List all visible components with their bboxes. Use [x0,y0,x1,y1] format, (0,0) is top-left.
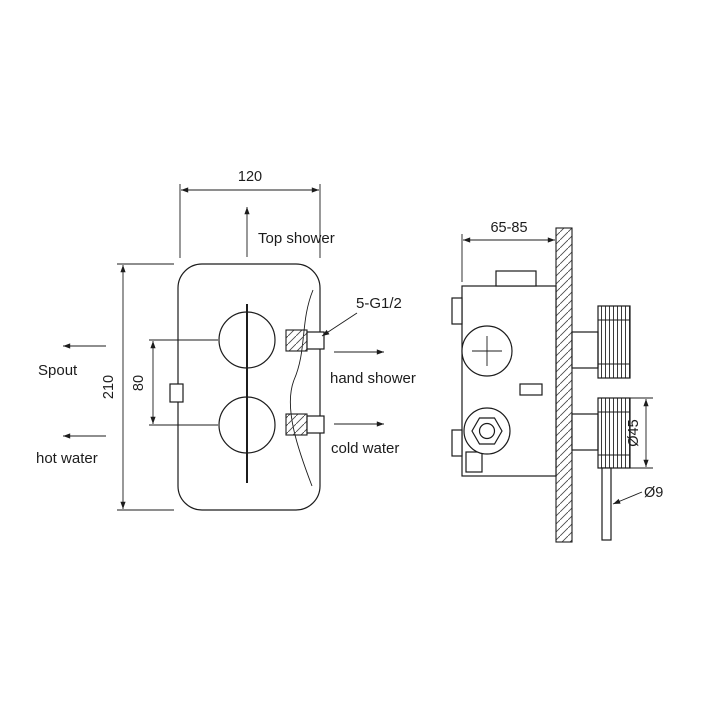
dim-spacing-label: 80 [131,375,147,391]
top-handle-side [571,305,631,379]
faceplate [177,263,321,511]
lever-rod [601,467,612,541]
dim-height-label: 210 [101,375,117,399]
top-cartridge [461,325,513,377]
body-mid-boss [519,383,543,396]
wall-section [555,227,573,543]
label-cold-water: cold water [331,440,399,457]
body-tab-bottom [451,429,463,457]
dim-depth-label: 65-85 [490,220,527,236]
side-dimensions: 65-85 Ø45 Ø9 [461,220,663,505]
side-view [451,227,631,543]
top-port [285,329,325,352]
body-inner-box [465,451,483,473]
front-dimensions: 120 Top shower 210 80 Spout hot water ha… [36,169,416,511]
body-top-boss [495,270,537,287]
spout-outlet [169,383,184,403]
front-view [169,263,325,511]
dim-knob-diameter-label: Ø45 [626,419,642,446]
label-spout: Spout [38,362,78,379]
dim-rod-diameter-label: Ø9 [644,485,663,501]
thread-leader-line [321,312,358,337]
label-top-shower: Top shower [258,230,335,247]
label-hand-shower: hand shower [330,370,416,387]
section-break-curve [289,289,314,487]
dim-width-label: 120 [238,169,262,185]
rod-leader-line [612,491,643,505]
bottom-handle-side [571,397,631,541]
body-tab-top [451,297,463,325]
label-hot-water: hot water [36,450,98,467]
label-thread: 5-G1/2 [356,295,402,312]
bottom-cartridge [463,407,511,455]
bottom-port [285,413,325,436]
